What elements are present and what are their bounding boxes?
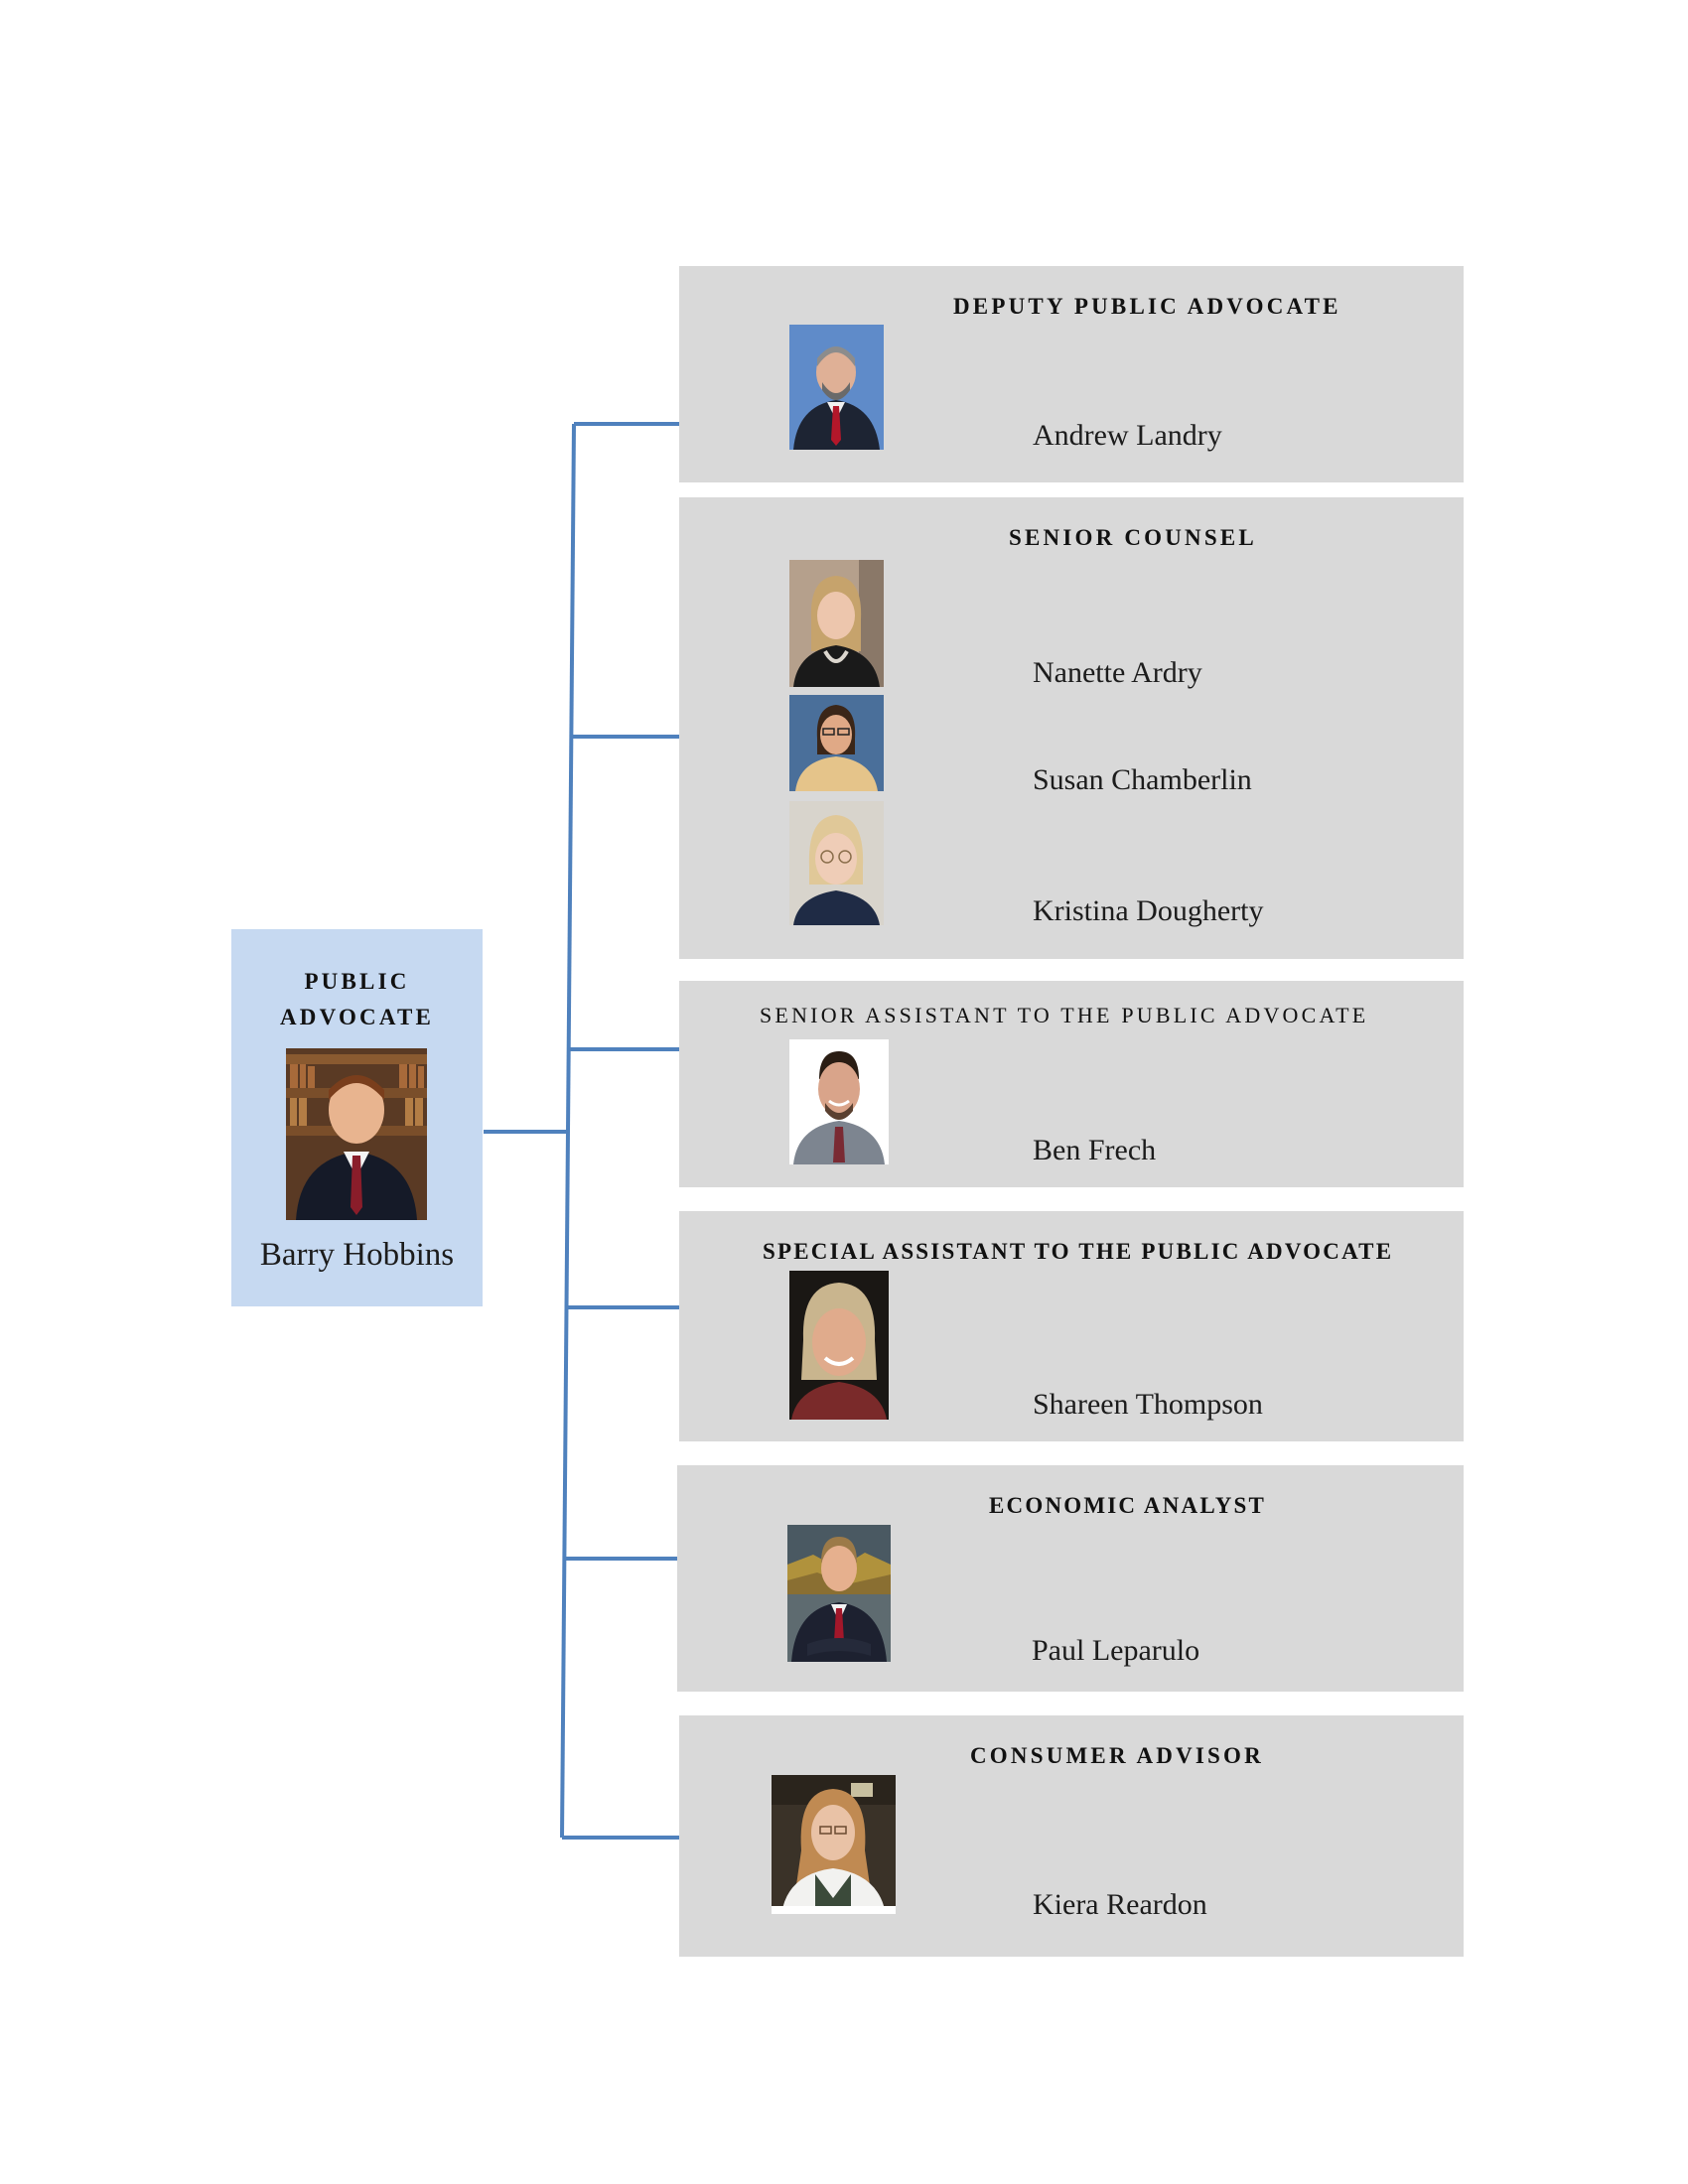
portrait-man-icon — [789, 325, 884, 450]
portrait-woman-icon — [789, 1271, 889, 1420]
unit-title: SENIOR ASSISTANT TO THE PUBLIC ADVOCATE — [760, 1003, 1369, 1027]
unit-member-name: Kristina Dougherty — [1033, 894, 1264, 927]
public-advocate-title-line2: ADVOCATE — [279, 1005, 435, 1029]
unit-title: ECONOMIC ANALYST — [989, 1493, 1267, 1518]
unit-member-name: Shareen Thompson — [1033, 1388, 1263, 1421]
unit-member-name: Kiera Reardon — [1033, 1888, 1207, 1921]
portrait-woman-icon — [789, 695, 884, 791]
portrait-woman-icon — [789, 560, 884, 687]
unit-title: SPECIAL ASSISTANT TO THE PUBLIC ADVOCATE — [763, 1239, 1394, 1264]
unit-box-senior-assistant: SENIOR ASSISTANT TO THE PUBLIC ADVOCATE … — [679, 981, 1464, 1187]
portrait-man-icon — [787, 1525, 891, 1662]
unit-title: CONSUMER ADVISOR — [970, 1743, 1264, 1768]
unit-title: DEPUTY PUBLIC ADVOCATE — [953, 294, 1341, 319]
unit-box-economic-analyst: ECONOMIC ANALYST Paul Leparulo — [677, 1465, 1464, 1692]
unit-box-senior-counsel: SENIOR COUNSEL Nanette A — [679, 497, 1464, 959]
portrait-man-icon — [286, 1048, 427, 1220]
portrait-woman-icon — [789, 801, 884, 925]
unit-box-consumer-advisor: CONSUMER ADVISOR Kiera Reardon — [679, 1715, 1464, 1957]
portrait-man-icon — [789, 1039, 889, 1164]
unit-member-name: Ben Frech — [1033, 1134, 1157, 1166]
unit-box-special-assistant: SPECIAL ASSISTANT TO THE PUBLIC ADVOCATE… — [679, 1211, 1464, 1441]
unit-member-name: Andrew Landry — [1033, 419, 1222, 452]
unit-member-name: Nanette Ardry — [1033, 656, 1202, 689]
public-advocate-title-line1: PUBLIC — [304, 969, 410, 994]
vertical-trunk — [560, 423, 576, 1839]
unit-box-deputy: DEPUTY PUBLIC ADVOCATE Andrew Landry — [679, 266, 1464, 482]
unit-member-name: Susan Chamberlin — [1033, 763, 1252, 796]
portrait-woman-icon — [772, 1775, 896, 1914]
public-advocate-name: Barry Hobbins — [259, 1237, 455, 1273]
public-advocate-box: PUBLIC ADVOCATE Barry Hobbins — [231, 929, 483, 1306]
unit-title: SENIOR COUNSEL — [1009, 525, 1257, 550]
unit-member-name: Paul Leparulo — [1032, 1634, 1200, 1667]
